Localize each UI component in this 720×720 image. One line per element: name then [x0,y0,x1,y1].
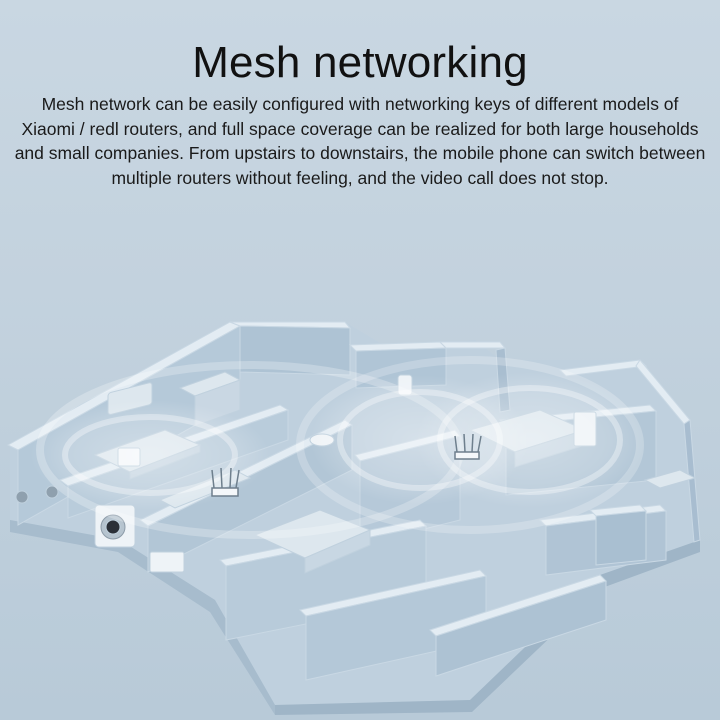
router-icon [211,467,240,497]
router-icon [454,433,482,460]
page-description: Mesh network can be easily configured wi… [14,94,706,188]
mesh-routers [211,433,482,497]
signal-coverage [30,356,645,539]
page-title: Mesh networking [192,38,528,87]
